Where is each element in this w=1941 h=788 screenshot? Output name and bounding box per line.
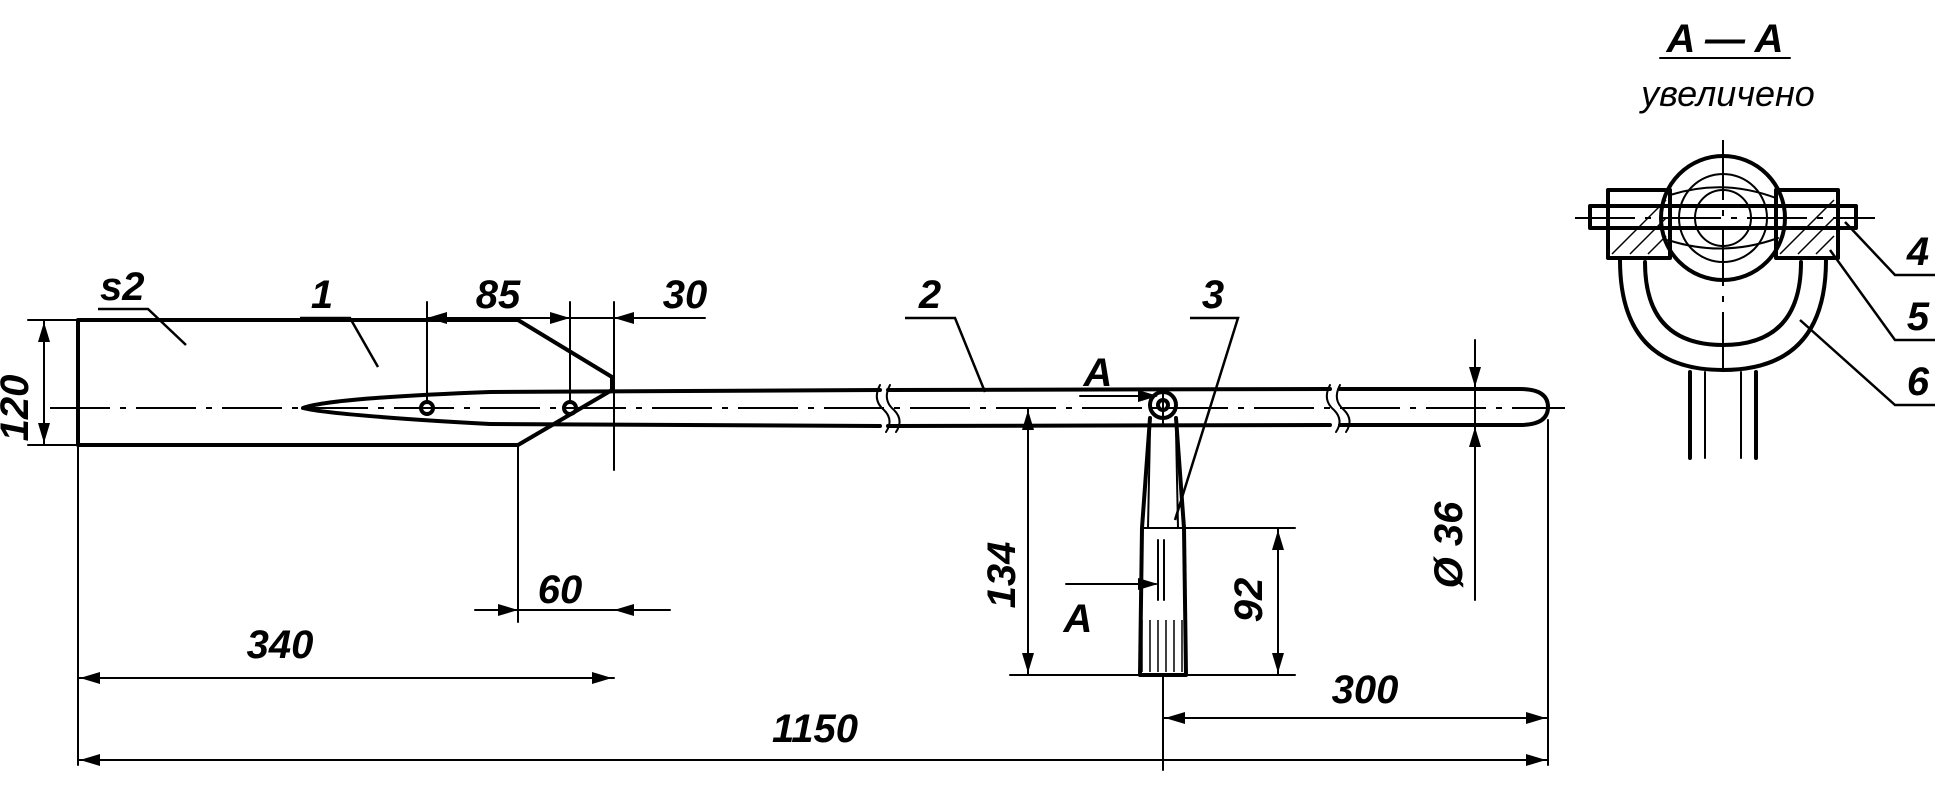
dim-85: 85 [426, 273, 571, 401]
leader-1-text: 1 [311, 273, 333, 317]
dim-1150-text: 1150 [772, 707, 858, 751]
clamp-block-left [1606, 188, 1672, 260]
leader-2: 2 [905, 273, 987, 393]
dim-60-text: 60 [538, 568, 583, 612]
leader-4: 4 [1844, 221, 1935, 277]
main-view: 85 30 120 s2 60 [0, 265, 1565, 771]
dim-dia36: Ø 36 [1427, 339, 1521, 601]
footrest-bracket [1138, 390, 1188, 677]
section-subtitle: увеличено [1638, 73, 1815, 114]
cut-mark-bottom-text: A [1063, 597, 1093, 641]
leader-6-text: 6 [1907, 360, 1930, 404]
dim-340-text: 340 [247, 623, 314, 667]
dim-92: 92 [1185, 527, 1296, 676]
clamp-block-right [1774, 188, 1840, 260]
leader-3-text: 3 [1202, 273, 1224, 317]
leader-2-text: 2 [918, 273, 941, 317]
leader-1: 1 [300, 273, 380, 368]
dim-60: 60 [474, 444, 671, 623]
leader-5-text: 5 [1907, 295, 1930, 339]
dim-s2-text: s2 [100, 265, 145, 309]
dim-dia36-text: Ø 36 [1427, 501, 1471, 588]
dim-1150: 1150 [77, 419, 1549, 766]
dim-30: 30 [569, 273, 708, 471]
dim-120-text: 120 [0, 375, 37, 442]
leader-5: 5 [1828, 249, 1935, 342]
leader-3: 3 [1173, 273, 1240, 521]
dim-340: 340 [77, 444, 615, 766]
dim-300-text: 300 [1332, 668, 1399, 712]
dim-120: 120 [0, 319, 79, 446]
dim-134-text: 134 [980, 542, 1024, 609]
cut-mark-top: A [1079, 351, 1158, 402]
dim-134: 134 [980, 407, 1141, 676]
leader-4-text: 4 [1906, 230, 1929, 274]
leader-6: 6 [1799, 319, 1935, 407]
dim-85-text: 85 [476, 273, 521, 317]
section-view: A — A увеличено 4 5 [1575, 17, 1935, 460]
dim-s2: s2 [98, 265, 187, 346]
cut-mark-top-text: A [1083, 351, 1113, 395]
section-title: A — A [1665, 17, 1783, 61]
blade-plate [76, 318, 614, 447]
cut-mark-bottom: A [1063, 578, 1158, 641]
dim-30-text: 30 [663, 273, 708, 317]
dim-92-text: 92 [1227, 578, 1271, 623]
dim-300: 300 [1162, 668, 1549, 771]
